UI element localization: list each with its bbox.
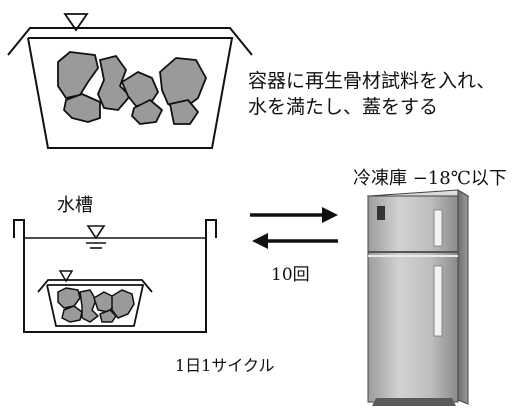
step1-description-line2: 水を満たし、蓋をする bbox=[248, 96, 439, 118]
small-container bbox=[37, 279, 153, 327]
tank-water-level-triangle-icon bbox=[24, 225, 206, 249]
double-arrow-icon bbox=[250, 207, 338, 249]
top-water-level-triangle-icon bbox=[63, 13, 89, 32]
cycle-count-label: 10回 bbox=[271, 265, 310, 285]
small-container-body bbox=[46, 284, 145, 327]
top-container bbox=[7, 27, 253, 149]
step1-description-line1: 容器に再生骨材試料を入れ、 bbox=[248, 70, 496, 92]
top-aggregate-stones bbox=[57, 51, 207, 125]
small-container-lid bbox=[37, 279, 153, 293]
water-tank bbox=[13, 219, 217, 333]
water-tank-walls bbox=[13, 219, 217, 333]
top-container-lid bbox=[7, 27, 253, 56]
small-aggregate-stones bbox=[57, 287, 135, 323]
freezer-label: 冷凍庫 −18℃以下 bbox=[353, 168, 507, 189]
refrigerator-icon bbox=[366, 189, 470, 406]
water-tank-label: 水槽 bbox=[57, 195, 93, 216]
top-container-body bbox=[27, 37, 234, 149]
small-water-level-triangle-icon bbox=[58, 270, 74, 283]
cycle-frequency-label: 1日1サイクル bbox=[175, 356, 275, 375]
